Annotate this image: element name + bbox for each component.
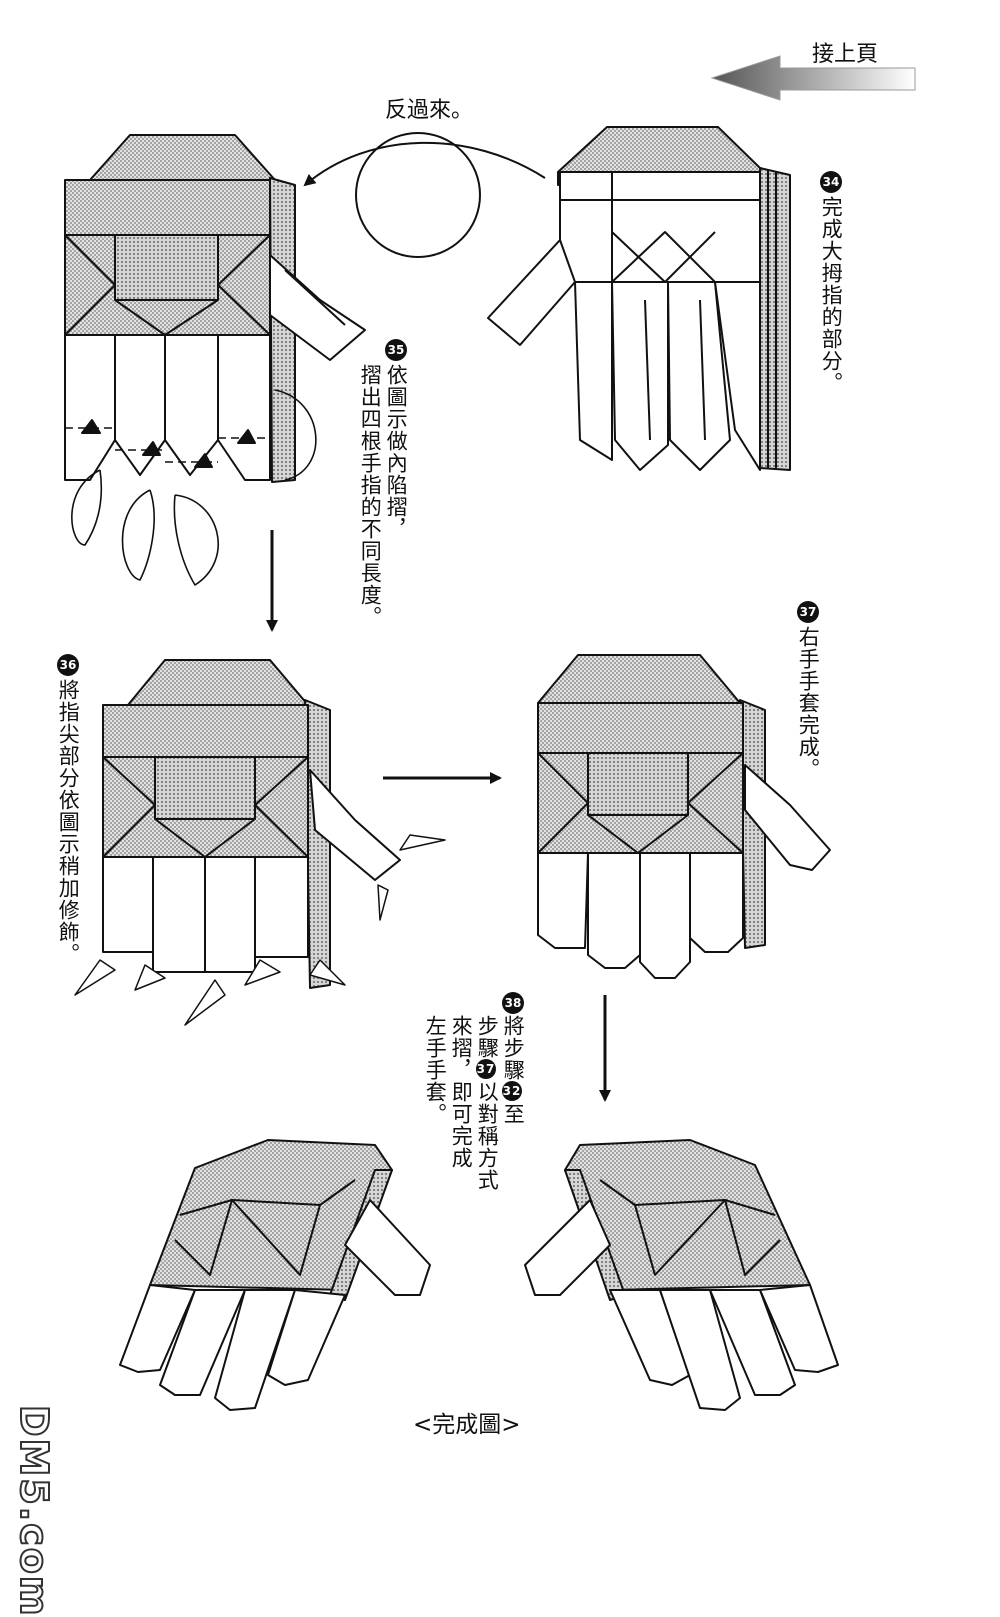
step36-number: 36 — [60, 658, 77, 672]
step35-figure — [64, 134, 366, 586]
step38-line1b: 32 — [502, 1081, 522, 1101]
watermark-logo: DM5.com — [11, 1404, 82, 1617]
step36-text: 將指尖部分依圖示稍加修飾。 — [56, 679, 81, 965]
step38-line2c: 以對稱方式 — [475, 1081, 500, 1191]
step38-block: 將步驟 32 至 步驟 37 以對稱方式 來摺，即可完成 左手手套。 — [420, 1015, 530, 1191]
step35-text-line2: 摺出四根手指的不同長度。 — [358, 364, 383, 628]
step35-number: 35 — [388, 343, 405, 357]
turn-over-arrow — [303, 132, 546, 258]
step38-line1a: 將步驟 — [501, 1015, 526, 1081]
step34-text: 完成大拇指的部分。 — [819, 196, 844, 394]
step38-line2a: 步驟 — [475, 1015, 500, 1059]
step38-number: 38 — [505, 996, 522, 1010]
step38-line2b: 37 — [476, 1059, 496, 1079]
step34-number: 34 — [823, 175, 840, 189]
watermark-text: DM5.com — [11, 1404, 57, 1617]
completion-caption: <完成圖> — [413, 1412, 521, 1438]
step-number-badges: 34 35 36 37 38 — [57, 171, 842, 1014]
step38-line4: 左手手套。 — [423, 1015, 448, 1125]
step34-figure — [487, 126, 791, 471]
continued-label: 接上頁 — [812, 42, 879, 67]
turn-over-label: 反過來。 — [385, 98, 474, 123]
origami-diagram: 34 35 36 37 38 — [57, 55, 916, 1411]
step38-line3: 來摺，即可完成 — [449, 1015, 474, 1169]
step37-figure — [537, 654, 831, 979]
step38-line1c: 至 — [501, 1103, 526, 1125]
final-right-glove — [524, 1139, 839, 1411]
step37-number: 37 — [800, 605, 817, 619]
step37-text: 右手手套完成。 — [796, 626, 821, 780]
final-left-glove — [119, 1139, 431, 1411]
step36-figure — [74, 659, 446, 1026]
continued-arrow — [710, 55, 916, 101]
step35-text-line1: 依圖示做內陷摺， — [384, 364, 409, 540]
